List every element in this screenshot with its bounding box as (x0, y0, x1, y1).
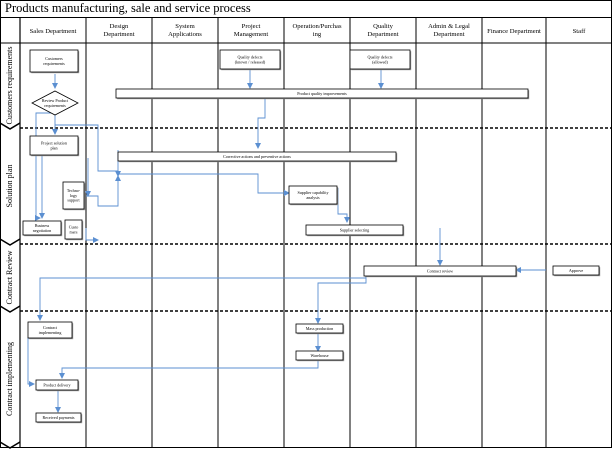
corrective-preventive-actions-box: Corrective actions and preventive action… (117, 151, 398, 163)
title-bar: Products manufacturing, sale and service… (0, 0, 612, 18)
box-shape (288, 185, 338, 205)
box-shape (117, 151, 397, 162)
connector-arrow (35, 112, 55, 221)
quality-defects-qd-box: Quality defects(allowed) (349, 49, 412, 71)
lane-header-7: Finance Department (487, 28, 541, 35)
phase-chevron (0, 305, 21, 313)
phase-label-3: Contract implementing (5, 342, 14, 416)
box-shape (29, 49, 79, 73)
connector-arrow (86, 175, 121, 207)
box-shape (552, 265, 600, 276)
contract-review-label: Contract review (427, 268, 453, 273)
phase-chevron (0, 122, 21, 130)
contract-review-box: Contract review (363, 265, 518, 278)
box-shape (31, 90, 79, 116)
corrective-preventive-actions-label: Corrective actions and preventive action… (223, 154, 291, 159)
phase-chevron (0, 238, 21, 246)
approve-label: Approve (569, 268, 584, 273)
quality-defects-qd-label: Quality defects(allowed) (368, 55, 393, 65)
phase-label-1: Solution plan (5, 165, 14, 208)
lane-header-0: Sales Department (30, 28, 77, 35)
warehouse-label: Warehouse (310, 353, 328, 358)
connector-arrow (315, 271, 367, 324)
product-delivery-box: Product delivery (35, 379, 80, 392)
diagram-title: Products manufacturing, sale and service… (5, 1, 251, 15)
supplier-selecting-box: Supplier selecting (305, 224, 405, 237)
box-shape (295, 323, 344, 334)
lane-header-8: Staff (573, 28, 587, 35)
box-shape (115, 88, 529, 99)
approve-box: Approve (552, 265, 601, 277)
product-delivery-label: Product delivery (43, 382, 71, 387)
box-shape (219, 49, 281, 70)
phase-label-2: Contract Review (5, 250, 14, 304)
received-payments-box: Received payments (35, 412, 83, 424)
box-shape (29, 135, 79, 156)
box-shape (363, 265, 517, 277)
quality-defects-pm-label: Quality defects(known / released) (235, 55, 266, 65)
box-shape (305, 224, 404, 236)
box-shape (35, 412, 82, 423)
product-quality-improvements-label: Product quality improvements (297, 91, 347, 96)
box-shape (27, 321, 73, 339)
box-shape (295, 350, 344, 361)
mass-production-label: Mass production (306, 326, 333, 331)
connector-arrow (255, 98, 266, 149)
product-quality-improvements-box: Product quality improvements (115, 88, 530, 100)
connector-arrow (85, 228, 99, 243)
box-shape (35, 379, 79, 391)
box-shape (64, 219, 83, 240)
box-shape (22, 220, 62, 236)
connector-arrow (337, 188, 350, 223)
box-shape (62, 181, 85, 210)
supplier-selecting-label: Supplier selecting (340, 227, 369, 232)
connector-arrow (27, 337, 55, 387)
received-payments-label: Received payments (43, 415, 75, 420)
warehouse-box: Warehouse (295, 350, 345, 362)
phase-chevron (0, 441, 21, 449)
box-shape (349, 49, 411, 70)
connector-arrow (59, 360, 319, 379)
connector-arrow (37, 277, 366, 321)
quality-defects-pm-box: Quality defects(known / released) (219, 49, 282, 71)
mass-production-box: Mass production (295, 323, 345, 335)
phase-label-0: Customers requirements (5, 47, 14, 125)
